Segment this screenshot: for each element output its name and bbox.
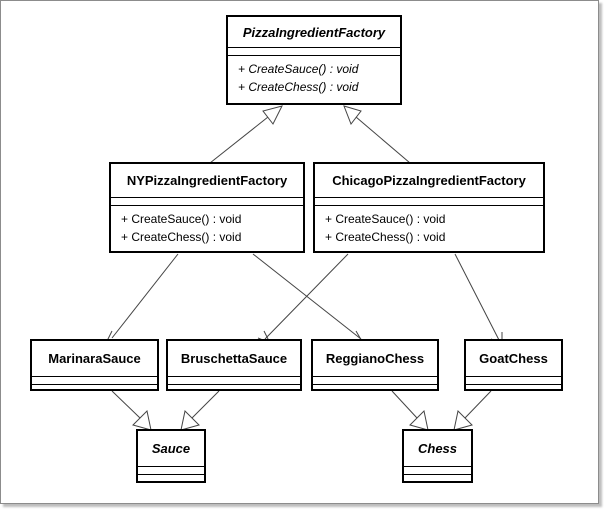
operation: + CreateChess() : void <box>325 230 446 244</box>
class-goat-chess[interactable]: GoatChess <box>464 339 563 391</box>
hollow-arrowhead <box>132 409 152 431</box>
operations-compartment: + CreateSauce() : void + CreateChess() :… <box>111 206 303 249</box>
operation: + CreateSauce() : void <box>238 62 359 76</box>
class-name: Chess <box>404 431 471 467</box>
class-bruschetta-sauce[interactable]: BruschettaSauce <box>166 339 302 391</box>
attributes-compartment <box>466 377 561 385</box>
operations-compartment: + CreateSauce() : void + CreateChess() :… <box>228 56 400 99</box>
attributes-compartment <box>315 198 543 206</box>
class-chicago-pizza-ingredient-factory[interactable]: ChicagoPizzaIngredientFactory + CreateSa… <box>313 162 545 253</box>
hollow-arrowhead <box>262 105 283 125</box>
attributes-compartment <box>111 198 303 206</box>
operation: + CreateSauce() : void <box>121 212 242 226</box>
generalization-marinara-to-sauce <box>111 390 141 419</box>
generalization-goat-to-chess <box>464 390 492 419</box>
association-chicago-to-goat <box>454 253 500 341</box>
attributes-compartment <box>404 467 471 475</box>
class-name: NYPizzaIngredientFactory <box>111 164 303 198</box>
attributes-compartment <box>32 377 157 385</box>
generalization-chicago-to-factory <box>355 116 411 164</box>
generalization-reggiano-to-chess <box>391 390 418 419</box>
class-name: ReggianoChess <box>313 341 437 377</box>
attributes-compartment <box>313 377 437 385</box>
hollow-arrowhead <box>453 409 473 431</box>
operation: + CreateChess() : void <box>121 230 242 244</box>
class-marinara-sauce[interactable]: MarinaraSauce <box>30 339 159 391</box>
attributes-compartment <box>228 48 400 56</box>
attributes-compartment <box>138 467 204 475</box>
class-name: ChicagoPizzaIngredientFactory <box>315 164 543 198</box>
class-pizza-ingredient-factory[interactable]: PizzaIngredientFactory + CreateSauce() :… <box>226 15 402 105</box>
hollow-arrowhead <box>343 105 362 126</box>
class-name: MarinaraSauce <box>32 341 157 377</box>
class-chess[interactable]: Chess <box>402 429 473 483</box>
hollow-arrowhead <box>180 409 200 431</box>
class-name: BruschettaSauce <box>168 341 300 377</box>
operations-compartment: + CreateSauce() : void + CreateChess() :… <box>315 206 543 249</box>
class-name: GoatChess <box>466 341 561 377</box>
class-reggiano-chess[interactable]: ReggianoChess <box>311 339 439 391</box>
class-sauce[interactable]: Sauce <box>136 429 206 483</box>
generalization-ny-to-factory <box>209 116 269 164</box>
hollow-arrowhead <box>409 409 429 431</box>
class-name: PizzaIngredientFactory <box>228 17 400 48</box>
class-ny-pizza-ingredient-factory[interactable]: NYPizzaIngredientFactory + CreateSauce()… <box>109 162 305 253</box>
association-ny-to-marinara <box>111 253 179 339</box>
operation: + CreateChess() : void <box>238 80 359 94</box>
generalization-bruschetta-to-sauce <box>191 390 220 419</box>
class-name: Sauce <box>138 431 204 467</box>
operation: + CreateSauce() : void <box>325 212 446 226</box>
association-chicago-to-bruschetta <box>264 253 349 340</box>
attributes-compartment <box>168 377 300 385</box>
